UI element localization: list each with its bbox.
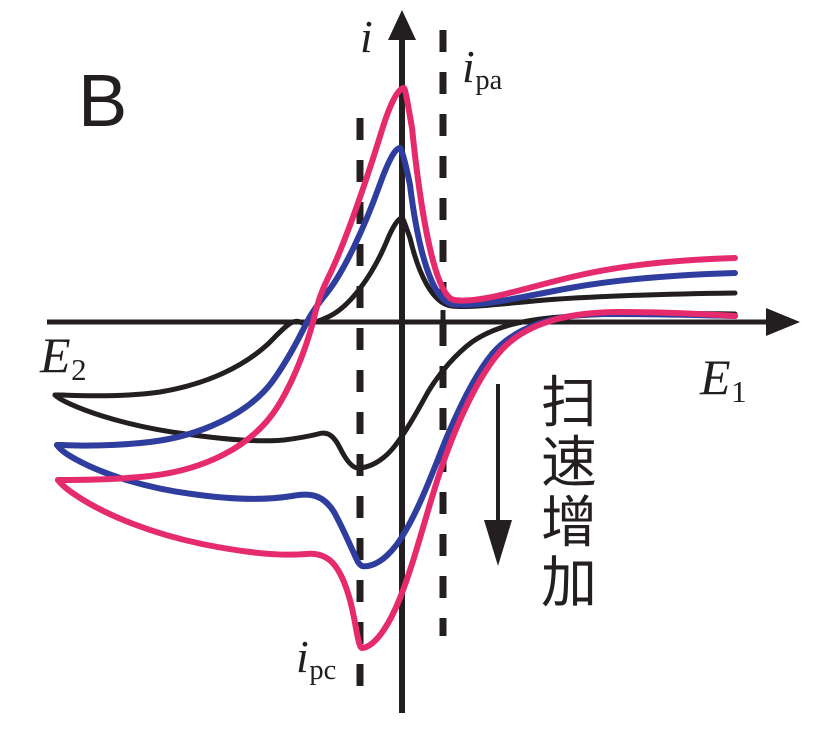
cv-trace-scan-rate-high: [55, 85, 738, 651]
scan-rate-char-3: 加: [541, 550, 597, 616]
cv-reverse-sweep-high: [55, 309, 738, 651]
scan-rate-char-1: 速: [541, 430, 597, 496]
anodic-peak-subscript: pa: [475, 65, 503, 97]
scan-rate-char-2: 增: [541, 490, 597, 556]
anodic-peak-symbol: i: [462, 41, 475, 92]
x-axis-right-subscript: 1: [731, 374, 747, 410]
cv-forward-sweep-low: [52, 215, 738, 399]
cv-reverse-sweep-low: [52, 310, 738, 471]
cathodic-peak-subscript: pc: [309, 655, 337, 687]
scan-rate-char-0: 扫: [541, 371, 597, 436]
x-axis-left-label: E2: [40, 327, 87, 385]
cv-trace-scan-rate-low: [52, 215, 738, 471]
x-axis-left-subscript: 2: [71, 352, 87, 388]
x-axis: [47, 308, 800, 336]
cathodic-peak-symbol: i: [296, 631, 309, 682]
y-axis-label: i: [360, 11, 373, 62]
cv-forward-sweep-medium: [54, 145, 738, 449]
cathodic-peak-label: ipc: [296, 631, 336, 686]
scan-rate-direction-arrow-icon: [484, 384, 512, 566]
scan-rate-annotation-text: 扫速增加: [524, 374, 614, 614]
panel-letter: B: [78, 59, 128, 142]
cv-forward-sweep-high: [55, 85, 738, 483]
anodic-peak-label: ipa: [462, 41, 502, 96]
x-axis-right-label: E1: [700, 349, 747, 407]
cv-trace-scan-rate-medium: [54, 145, 738, 570]
x-axis-left-symbol: E: [40, 327, 71, 383]
x-axis-right-symbol: E: [700, 349, 731, 405]
